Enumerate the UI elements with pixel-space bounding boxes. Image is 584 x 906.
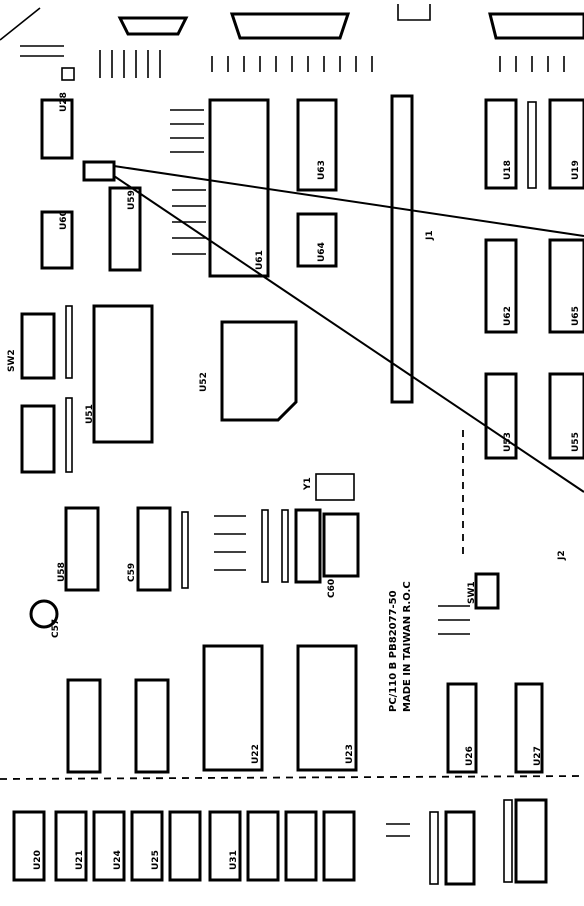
- label-u19: U19: [571, 160, 581, 180]
- ic-u12: [202, 644, 264, 772]
- label-u55: U55: [571, 432, 581, 452]
- memory-ic-row: [12, 798, 548, 886]
- label-u21: U21: [75, 850, 85, 870]
- plcc-cpu-u52: [220, 320, 298, 422]
- switch-sw2-lower: [20, 404, 56, 474]
- label-c59: C59: [127, 563, 137, 582]
- top-component-row: [99, 50, 565, 78]
- switch-sw1: [474, 572, 500, 610]
- label-u63: U63: [317, 160, 327, 180]
- callout-highlight-box: [82, 160, 116, 182]
- label-sw2: SW2: [7, 349, 17, 372]
- label-u64: U64: [317, 242, 327, 262]
- capacitor-c57: [29, 599, 59, 629]
- label-u51: U51: [85, 404, 95, 424]
- ic-u16: [446, 682, 478, 774]
- label-u65: U65: [571, 306, 581, 326]
- ic-u65: [548, 238, 584, 334]
- ic-u13: [296, 644, 358, 772]
- board-origin-text: MADE IN TAIWAN R.O.C: [402, 581, 413, 712]
- ic-u58: [136, 506, 172, 592]
- label-j1: J1: [425, 230, 435, 241]
- label-j2: J2: [557, 550, 567, 561]
- label-u23: U23: [345, 744, 355, 764]
- label-sw1: SW1: [467, 581, 477, 604]
- switch-sw2-upper: [20, 312, 56, 380]
- label-u24: U24: [113, 850, 123, 870]
- ic-u57: [64, 506, 100, 592]
- callout-line-upper: [113, 165, 584, 237]
- label-u25: U25: [151, 850, 161, 870]
- label-u59: U59: [127, 190, 137, 210]
- ic-u62: [484, 238, 518, 334]
- ic-u15: [514, 682, 544, 774]
- top-connector-2: [229, 12, 351, 40]
- callout-line-lower: [113, 175, 584, 493]
- ic-u28: [40, 98, 74, 160]
- label-u18: U18: [503, 160, 513, 180]
- crystal-y1: [315, 473, 355, 501]
- ic-u60: [40, 210, 74, 270]
- label-y1: Y1: [303, 477, 313, 491]
- label-u58: U58: [57, 562, 67, 582]
- ic-u55: [548, 372, 584, 460]
- label-c60: C60: [327, 579, 337, 598]
- board-model-text: PC/110 B PB82077-50: [388, 590, 399, 712]
- section-divider-line: [0, 775, 584, 780]
- ic-u64: [296, 212, 338, 268]
- top-connector-3: [397, 4, 431, 21]
- top-connector-1: [117, 16, 189, 36]
- label-u31: U31: [229, 850, 239, 870]
- ic-u10: [134, 678, 170, 774]
- expansion-slot: [390, 94, 414, 404]
- resistor-banks: [20, 45, 537, 885]
- label-u60: U60: [59, 210, 69, 230]
- label-u28: U28: [59, 92, 69, 112]
- label-u22: U22: [251, 744, 261, 764]
- ic-u19: [548, 98, 584, 190]
- board-corner-line: [0, 7, 41, 41]
- label-u27: U27: [533, 746, 543, 766]
- label-u62: U62: [503, 306, 513, 326]
- label-u20: U20: [33, 850, 43, 870]
- ic-u11: [66, 678, 102, 774]
- ic-u54: [322, 512, 360, 578]
- ic-u63: [296, 98, 338, 192]
- top-connector-4: [488, 12, 584, 40]
- label-u52: U52: [199, 372, 209, 392]
- label-u53: U53: [503, 432, 513, 452]
- ic-u56: [294, 508, 322, 584]
- ic-u51: [92, 304, 154, 444]
- ic-u59: [108, 186, 142, 272]
- label-u61: U61: [255, 250, 265, 270]
- ic-u18: [484, 98, 518, 190]
- label-u26: U26: [465, 746, 475, 766]
- label-c57: C57: [51, 619, 61, 638]
